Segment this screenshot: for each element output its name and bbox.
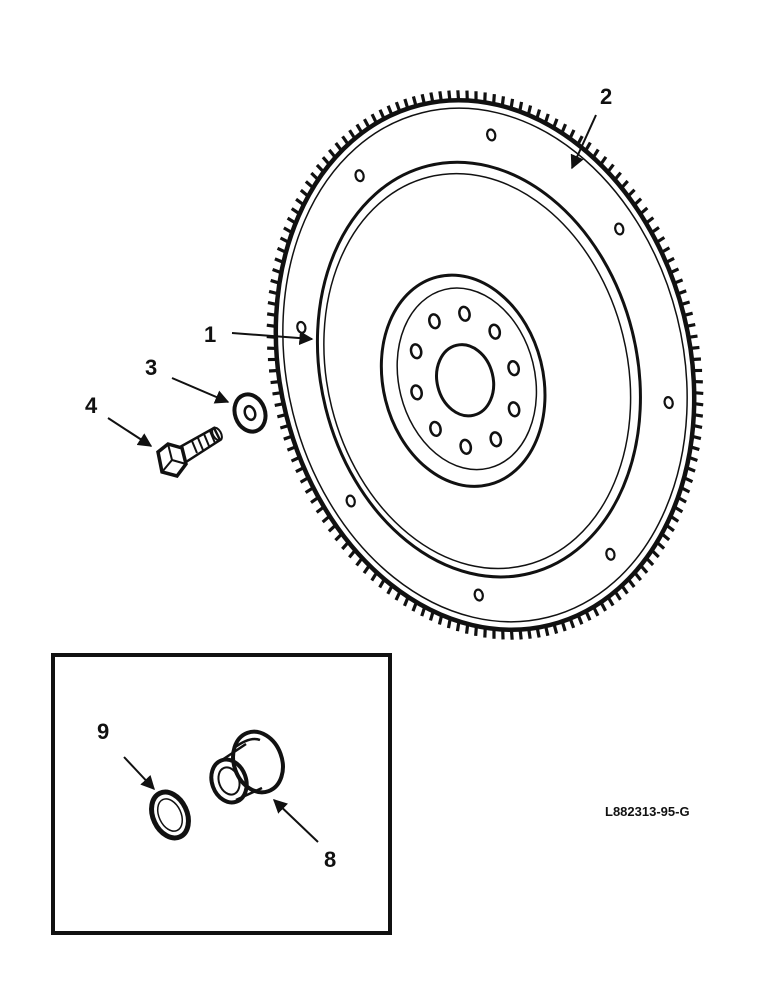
leader-4	[107, 417, 153, 447]
hub-bolt-hole	[429, 420, 442, 438]
leader-8	[272, 799, 319, 843]
ring-gear-rim	[273, 98, 697, 632]
hub-bolt-holes	[409, 305, 521, 455]
leader-2	[570, 114, 597, 170]
leader-lines	[107, 114, 597, 843]
rim-mounting-hole	[663, 396, 674, 410]
inset-frame	[51, 653, 392, 935]
bolt	[156, 426, 223, 478]
center-bore	[435, 343, 496, 418]
leader-3	[171, 377, 230, 404]
flywheel	[266, 90, 704, 640]
callout-label-4: 4	[85, 393, 98, 418]
callout-label-9: 9	[97, 719, 109, 744]
hub-bolt-hole	[459, 438, 473, 455]
leader-9	[123, 756, 155, 791]
rim-mounting-hole	[354, 169, 365, 183]
callout-label-8: 8	[324, 847, 336, 872]
rim-mounting-hole	[345, 494, 356, 508]
hub-bolt-hole	[428, 313, 441, 330]
hub-bolt-hole	[507, 360, 521, 377]
rim-mounting-hole	[614, 222, 625, 236]
hub-bolt-hole	[410, 384, 423, 401]
rim-mounting-hole	[486, 128, 497, 142]
callout-label-1: 1	[204, 322, 216, 347]
flywheel-hub	[379, 273, 547, 488]
reference-code: L882313-95-G	[605, 804, 690, 819]
leader-1	[231, 331, 314, 346]
rim-mounting-hole	[605, 547, 616, 561]
callout-label-2: 2	[600, 84, 612, 109]
o-ring	[149, 789, 191, 841]
hub-bolt-hole	[489, 431, 503, 448]
flywheel-face-step	[315, 160, 642, 579]
rim-mounting-holes	[296, 128, 674, 602]
callout-label-3: 3	[145, 355, 157, 380]
pilot-bushing	[209, 729, 285, 805]
rim-mounting-hole	[473, 588, 484, 602]
hub-bolt-hole	[409, 343, 423, 360]
rim-mounting-hole	[296, 320, 307, 334]
hub-bolt-hole	[458, 305, 471, 322]
hub-bolt-hole	[507, 401, 521, 418]
ring-gear-teeth	[266, 90, 704, 640]
hub-bolt-hole	[488, 323, 502, 340]
washer	[232, 392, 268, 434]
